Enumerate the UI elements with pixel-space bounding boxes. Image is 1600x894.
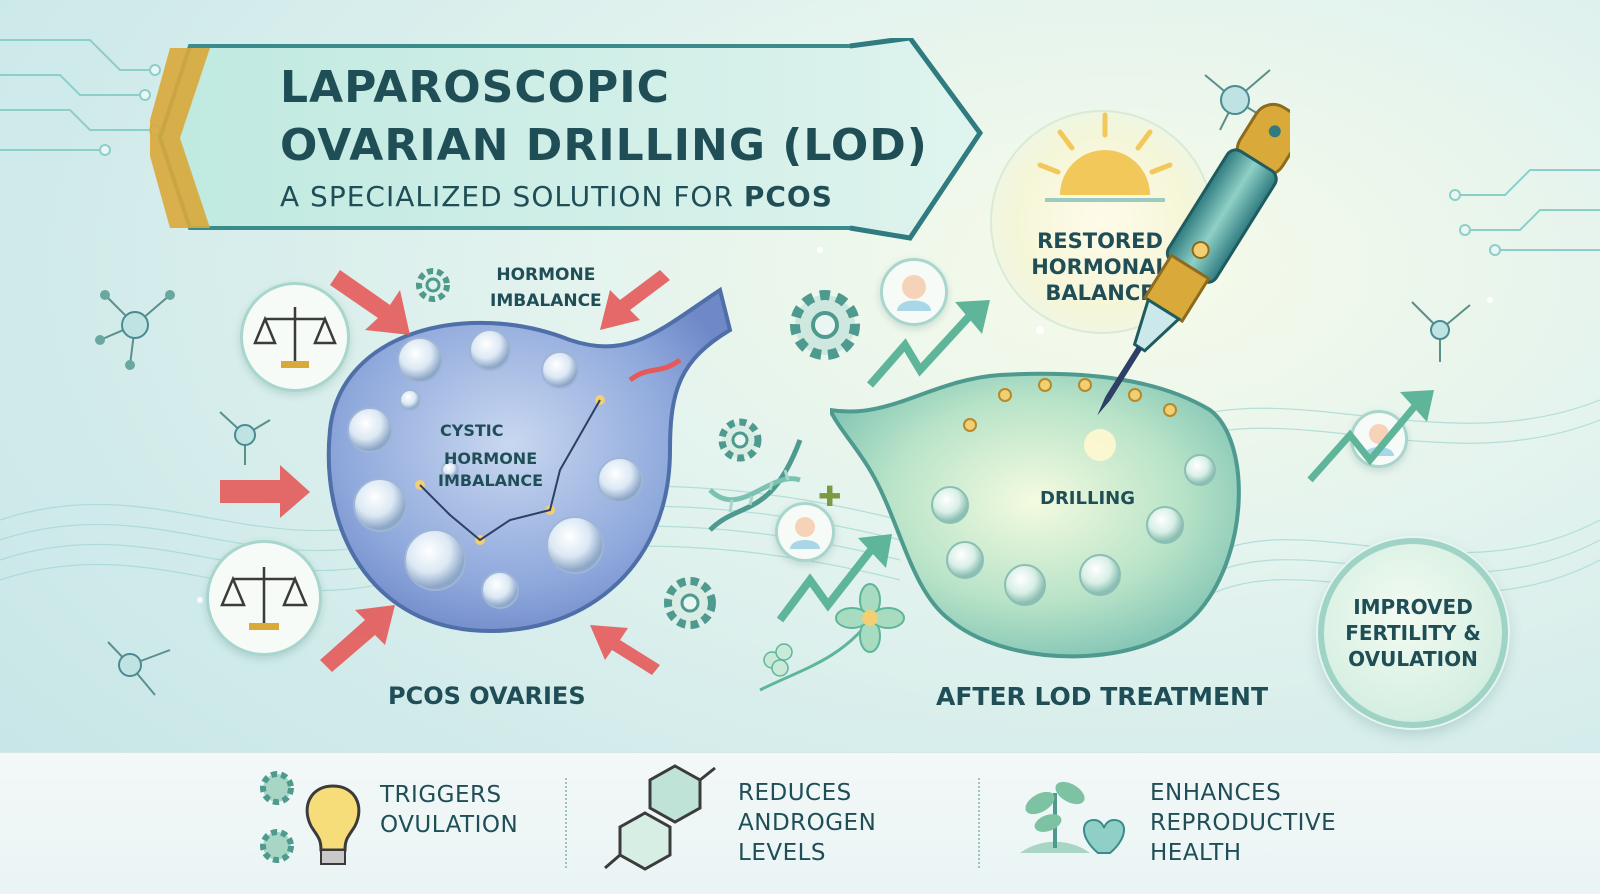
- gear-icon: [790, 290, 860, 360]
- baby-icon: [897, 275, 931, 311]
- restored-line3: BALANCE: [1045, 281, 1155, 305]
- cystic-label: CYSTIC: [440, 420, 503, 442]
- feature-enhances-line3: HEALTH: [1150, 840, 1242, 866]
- title-line-2: OVARIAN DRILLING (LOD): [280, 120, 928, 171]
- molecule-icon: [107, 641, 171, 696]
- baby-icon-badge: [880, 258, 948, 326]
- flower-icon: [759, 583, 905, 692]
- pcos-caption: PCOS OVARIES: [388, 682, 586, 710]
- scale-icon: [253, 307, 337, 368]
- feature-triggers-line1: TRIGGERS: [380, 782, 502, 808]
- title-banner: [150, 38, 984, 241]
- plant-heart-icon: [1020, 781, 1125, 854]
- trend-arrow-icon: [1307, 390, 1434, 483]
- divider: [565, 778, 567, 868]
- inner-hormone-line1: HORMONE: [443, 449, 538, 468]
- scale-icon: [220, 567, 308, 630]
- molecule-icon: [95, 290, 175, 370]
- inner-hormone-label: HORMONE IMBALANCE: [438, 448, 543, 492]
- sun-icon: [1037, 112, 1173, 202]
- gear-icon: [416, 268, 450, 302]
- fertility-badge: IMPROVED FERTILITY & OVULATION: [1318, 538, 1508, 728]
- divider: [978, 778, 980, 868]
- fertility-badge-text: IMPROVED FERTILITY & OVULATION: [1345, 595, 1481, 671]
- subtitle: A SPECIALIZED SOLUTION FOR PCOS: [280, 180, 833, 213]
- feature-enhances-line2: REPRODUCTIVE: [1150, 810, 1337, 836]
- feature-enhances-line1: ENHANCES: [1150, 780, 1282, 806]
- dna-icon: [708, 439, 803, 532]
- trend-arrow-icon: [866, 300, 990, 388]
- after-treatment-caption: AFTER LOD TREATMENT: [936, 682, 1269, 711]
- pen-probe-icon: [1097, 102, 1290, 416]
- molecule-icon: [219, 411, 271, 465]
- feature-reduces: REDUCES ANDROGEN LEVELS: [738, 778, 876, 868]
- feature-reduces-line1: REDUCES: [738, 780, 852, 806]
- title-line-1: LAPAROSCOPIC: [280, 62, 670, 113]
- cystic-label-line1: CYSTIC: [440, 421, 504, 440]
- restored-line2: HORMONAL: [1031, 255, 1169, 279]
- baby-icon-badge: [775, 502, 835, 562]
- hormone-label-line1: HORMONE: [496, 265, 596, 285]
- hormone-label-line2: IMBALANCE: [490, 291, 602, 311]
- feature-triggers: TRIGGERS OVULATION: [380, 780, 518, 840]
- feature-reduces-line3: LEVELS: [738, 840, 827, 866]
- scale-badge-top: [240, 282, 350, 392]
- restored-label: RESTORED HORMONAL BALANCE: [1010, 228, 1190, 306]
- baby-icon: [790, 517, 820, 549]
- trend-arrow-icon: [776, 534, 892, 623]
- inner-hormone-line2: IMBALANCE: [438, 471, 544, 490]
- gear-icon: [664, 577, 716, 629]
- feature-enhances: ENHANCES REPRODUCTIVE HEALTH: [1150, 778, 1336, 868]
- molecule-icon: [1411, 301, 1471, 362]
- feature-triggers-line2: OVULATION: [380, 812, 519, 838]
- restored-line1: RESTORED: [1037, 229, 1163, 253]
- hexagon-molecule-icon: [604, 764, 716, 871]
- pressure-arrows: [220, 270, 670, 675]
- drilling-label: DRILLING: [1040, 488, 1135, 509]
- feature-reduces-line2: ANDROGEN: [738, 810, 877, 836]
- subtitle-bold: PCOS: [743, 180, 833, 213]
- subtitle-prefix: A SPECIALIZED SOLUTION FOR: [280, 180, 744, 213]
- scale-badge-bottom: [206, 540, 322, 656]
- lightbulb-icon: [260, 771, 361, 865]
- treated-ovary-illustration: [830, 371, 1241, 659]
- pcos-ovary-illustration: [326, 286, 733, 633]
- gear-icon: [718, 418, 762, 462]
- plus-icon: ✚: [818, 480, 842, 513]
- hormone-label: HORMONE IMBALANCE: [490, 262, 602, 314]
